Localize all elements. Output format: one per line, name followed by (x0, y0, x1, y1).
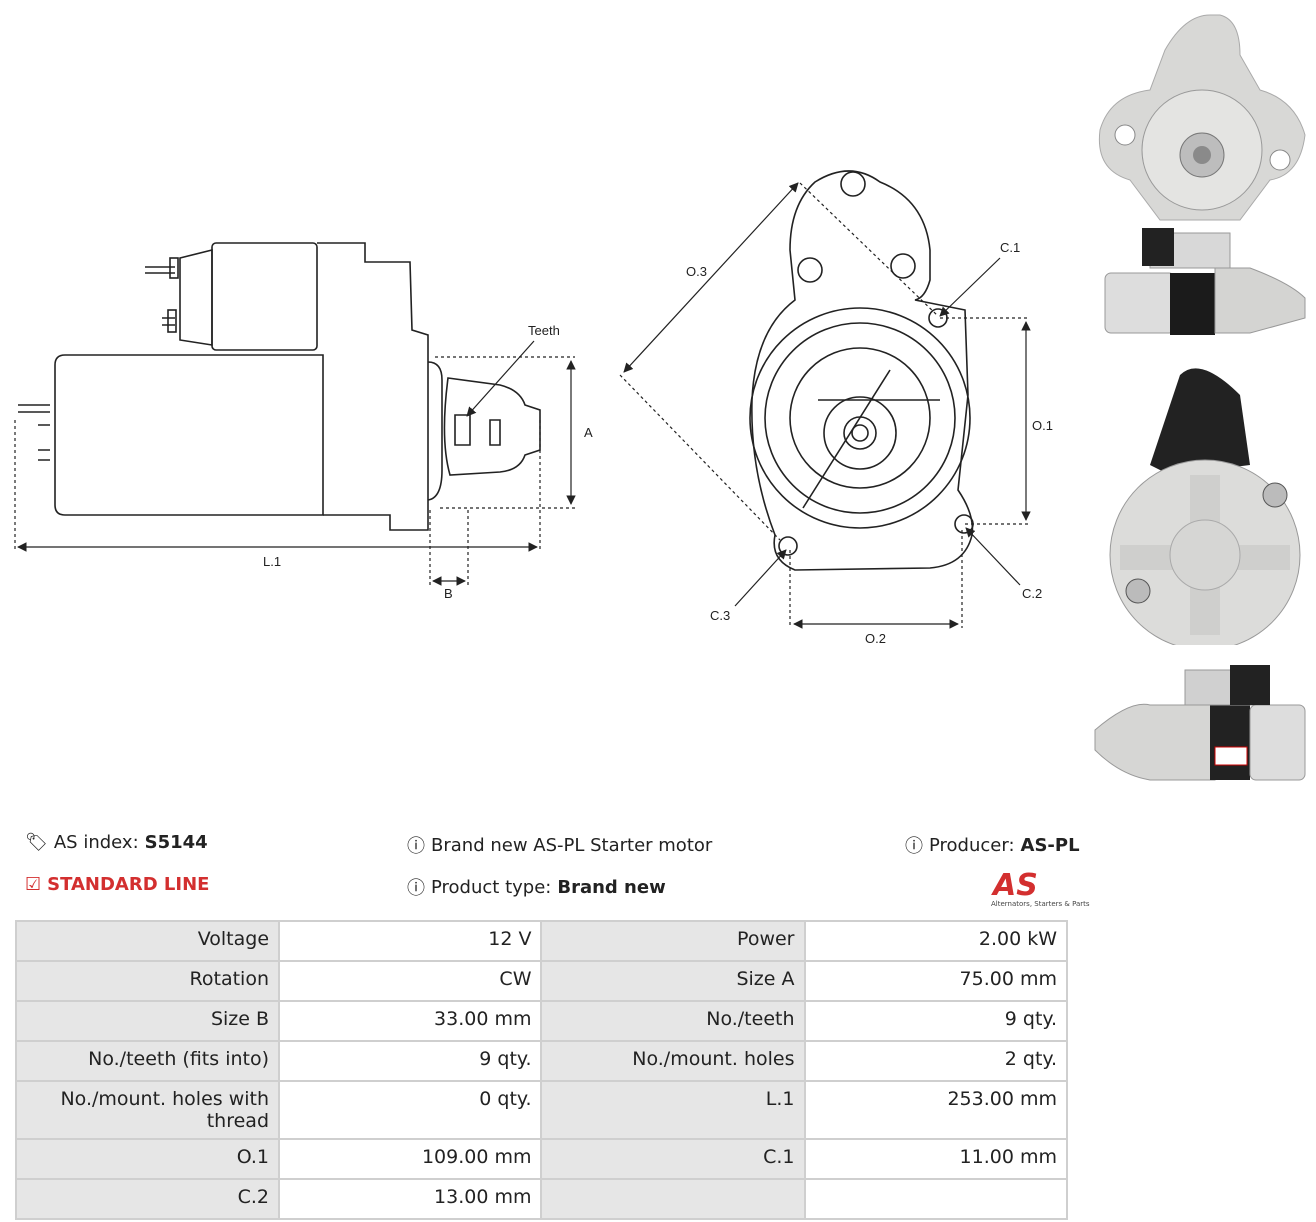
as-logo: AS Alternators, Starters & Parts (985, 868, 1095, 908)
product-type-label: Product type: (431, 876, 552, 898)
tag-icon: 🏷 (25, 832, 48, 853)
producer-label: Producer: (929, 834, 1015, 856)
product-info: 🏷 AS index: S5144 ☑ STANDARD LINE ⓘ Bran… (25, 830, 1090, 910)
spec-label: No./teeth (542, 1002, 804, 1040)
spec-label: No./mount. holes with thread (17, 1082, 279, 1138)
standard-line: ☑ STANDARD LINE (25, 874, 209, 895)
spec-label: Power (542, 922, 804, 960)
technical-drawing: Teeth A B L.1 O.1 O.2 O.3 C.1 C.2 C.3 (14, 170, 1053, 646)
checkbox-icon: ☑ (25, 874, 42, 895)
standard-line-label: STANDARD LINE (47, 874, 210, 895)
producer: ⓘ Producer: AS-PL (905, 832, 1080, 858)
spec-label: Size B (17, 1002, 279, 1040)
spec-value: 109.00 mm (280, 1140, 541, 1178)
label-o3: O.3 (686, 264, 707, 279)
label-b: B (444, 586, 453, 601)
description-text: Brand new AS-PL Starter motor (431, 834, 713, 856)
spec-value: 0 qty. (280, 1082, 541, 1138)
logo-tagline: Alternators, Starters & Parts (991, 900, 1090, 908)
table-row: No./teeth (fits into)9 qty.No./mount. ho… (17, 1042, 1066, 1080)
spec-label: Voltage (17, 922, 279, 960)
spec-value: 2 qty. (805, 1042, 1066, 1080)
spec-label: O.1 (17, 1140, 279, 1178)
photo-rear-view (1109, 368, 1301, 645)
spec-value: CW (280, 962, 541, 1000)
spec-value: 13.00 mm (280, 1180, 541, 1218)
product-type: ⓘ Product type: Brand new (407, 874, 666, 900)
spec-value: 9 qty. (280, 1042, 541, 1080)
photo-side-view-2 (1094, 665, 1306, 781)
product-photos (1085, 0, 1316, 800)
photo-side-view-1 (1104, 228, 1306, 335)
producer-value: AS-PL (1020, 834, 1080, 856)
spec-value: 2.00 kW (805, 922, 1066, 960)
as-index-value: S5144 (144, 832, 208, 853)
label-l1: L.1 (263, 554, 281, 569)
front-view (749, 170, 974, 571)
label-o2: O.2 (865, 631, 886, 646)
spec-label: Rotation (17, 962, 279, 1000)
label-c3: C.3 (710, 608, 730, 623)
spec-value: 253.00 mm (805, 1082, 1066, 1138)
info-icon: ⓘ (905, 836, 923, 857)
label-c1: C.1 (1000, 240, 1020, 255)
label-o1: O.1 (1032, 418, 1053, 433)
label-c2: C.2 (1022, 586, 1042, 601)
spec-label: C.2 (17, 1180, 279, 1218)
spec-label: C.1 (542, 1140, 804, 1178)
spec-label: No./teeth (fits into) (17, 1042, 279, 1080)
as-index-label: AS index: (53, 832, 139, 853)
spec-value: 33.00 mm (280, 1002, 541, 1040)
spec-label: Size A (542, 962, 804, 1000)
spec-value (805, 1180, 1066, 1218)
info-icon: ⓘ (407, 878, 425, 899)
spec-value: 75.00 mm (805, 962, 1066, 1000)
label-teeth: Teeth (528, 323, 560, 338)
spec-label (542, 1180, 804, 1218)
spec-value: 11.00 mm (805, 1140, 1066, 1178)
spec-label: L.1 (542, 1082, 804, 1138)
spec-value: 12 V (280, 922, 541, 960)
product-type-value: Brand new (557, 876, 666, 898)
spec-label: No./mount. holes (542, 1042, 804, 1080)
spec-value: 9 qty. (805, 1002, 1066, 1040)
as-index: 🏷 AS index: S5144 (25, 832, 208, 853)
label-a: A (584, 425, 593, 440)
description: ⓘ Brand new AS-PL Starter motor (407, 832, 712, 858)
photo-front-view (1098, 14, 1306, 221)
side-view (18, 170, 974, 571)
info-icon: ⓘ (407, 836, 425, 857)
logo-text: AS (993, 868, 1038, 903)
